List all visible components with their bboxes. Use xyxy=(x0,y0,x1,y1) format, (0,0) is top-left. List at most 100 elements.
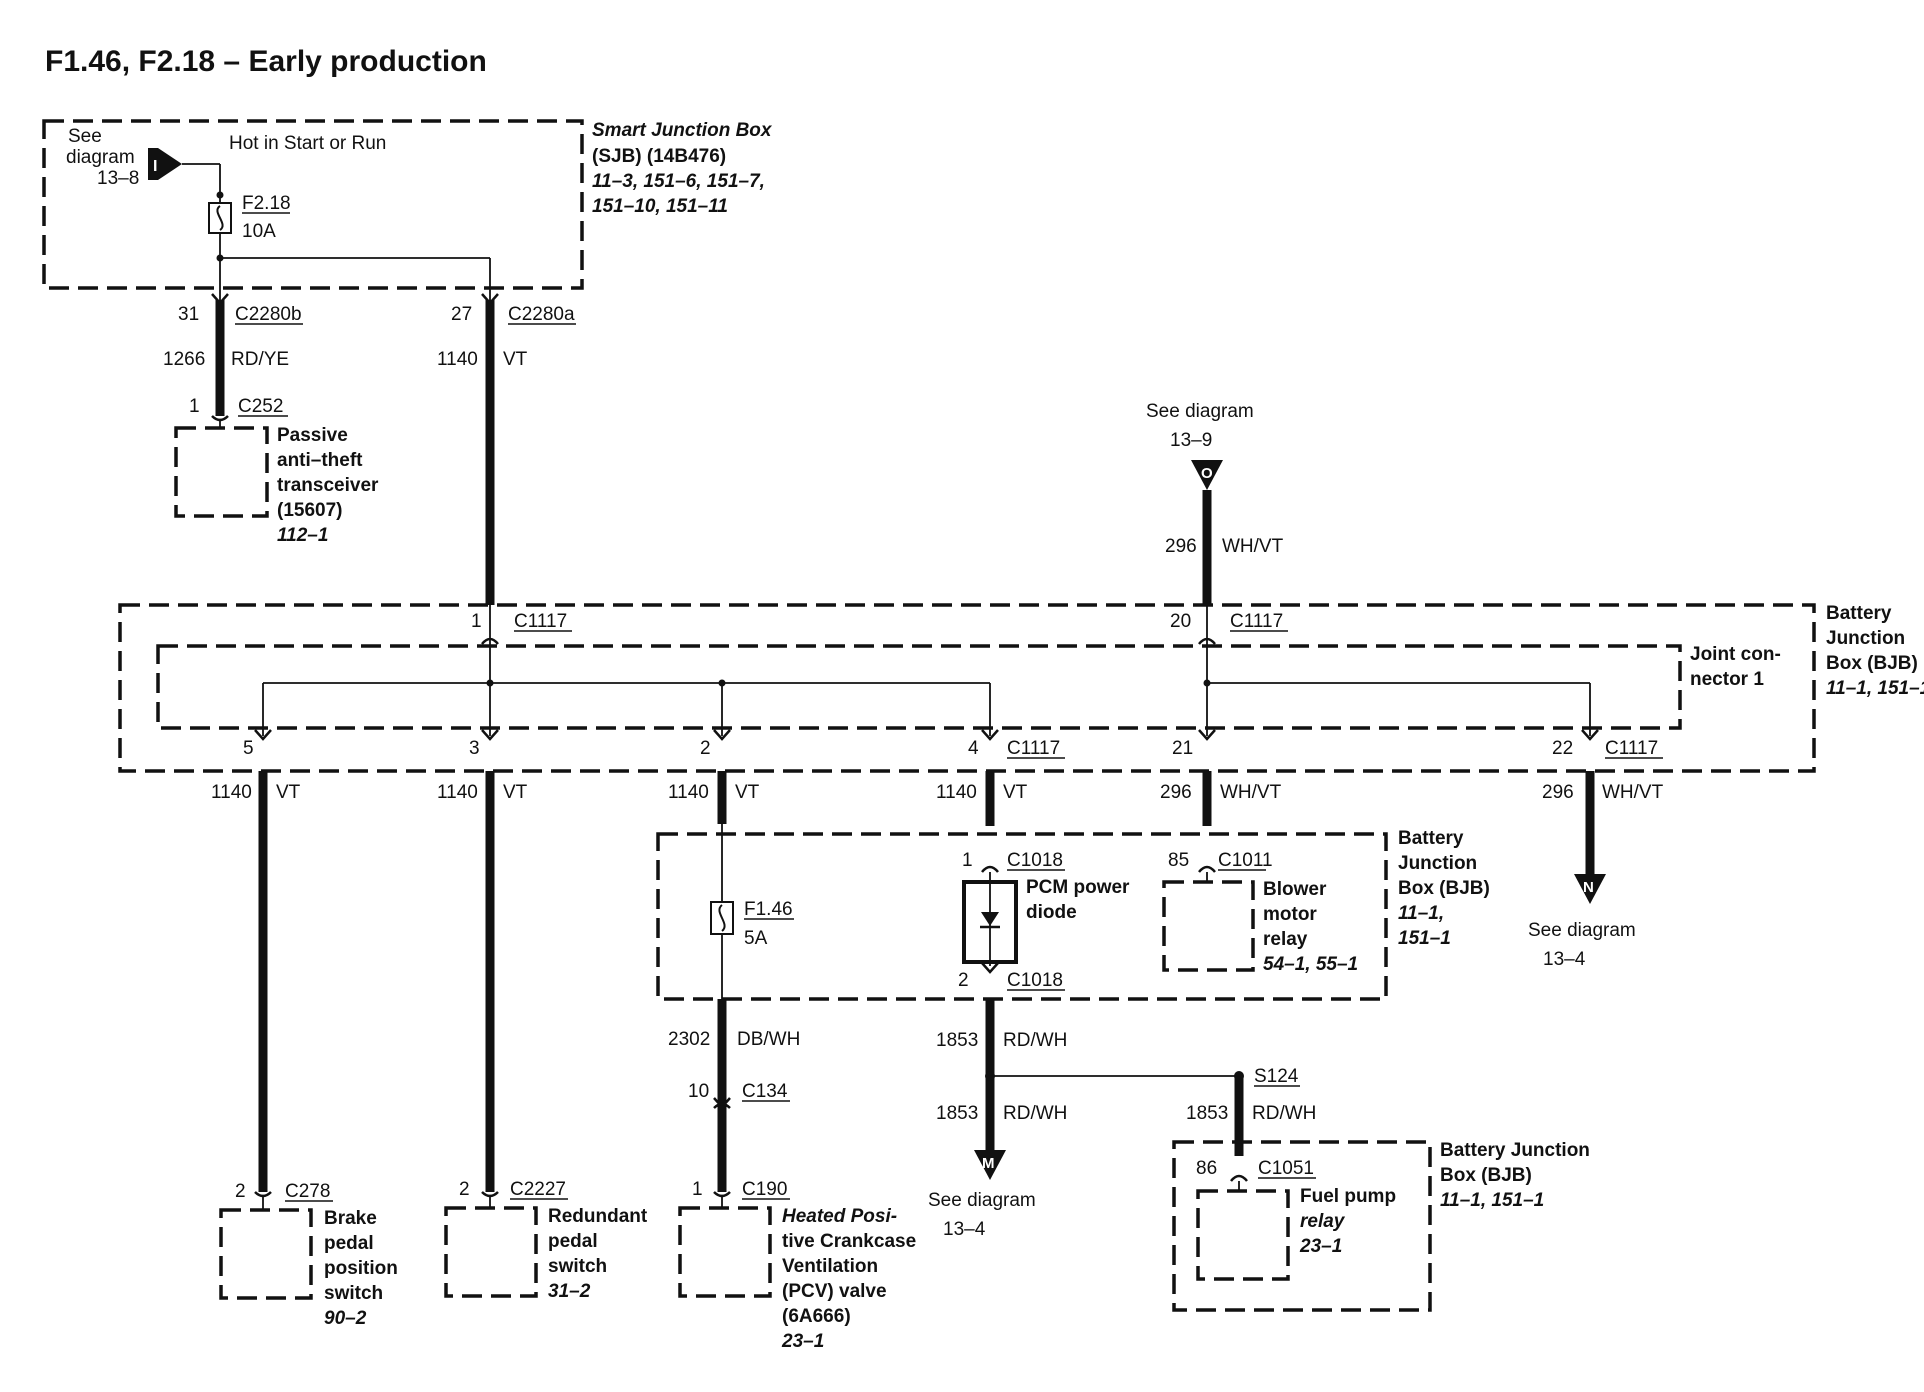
see-diagram-text: See diagram xyxy=(1528,920,1636,941)
fuse-name: F1.46 xyxy=(744,899,793,920)
wire-color: RD/YE xyxy=(231,349,289,370)
component-ref: 112–1 xyxy=(277,525,328,546)
connector-label: C1117 xyxy=(1230,611,1283,632)
wire-color: RD/WH xyxy=(1003,1030,1067,1051)
pin-number: 85 xyxy=(1168,850,1189,871)
fuse-f1-46-icon xyxy=(710,824,734,999)
bjb-main-box xyxy=(118,603,1816,773)
bjb-label: 11–1, 151–1 xyxy=(1826,678,1924,699)
pin-number: 2 xyxy=(235,1181,246,1202)
component-label: Brake xyxy=(324,1208,377,1229)
pin-number: 1 xyxy=(692,1179,703,1200)
wire-color: RD/WH xyxy=(1252,1103,1316,1124)
sjb-box xyxy=(42,119,584,290)
bjb-label: Box (BJB) xyxy=(1826,653,1918,674)
wire-color: RD/WH xyxy=(1003,1103,1067,1124)
wire-color: WH/VT xyxy=(1220,782,1282,803)
bjb-label: Box (BJB) xyxy=(1398,878,1490,899)
circuit-number: 2302 xyxy=(668,1029,710,1050)
see-diagram-text: See xyxy=(68,126,102,147)
component-label: Fuel pump xyxy=(1300,1186,1396,1207)
component-label: Redundant xyxy=(548,1206,648,1227)
connector-label: C134 xyxy=(742,1081,788,1102)
wire-color: VT xyxy=(503,349,528,370)
circuit-number: 1853 xyxy=(936,1030,978,1051)
bjb-label: Battery xyxy=(1398,828,1464,849)
svg-text:O: O xyxy=(1201,465,1213,482)
wire-color: DB/WH xyxy=(737,1029,800,1050)
wire-color: VT xyxy=(735,782,760,803)
joint-connector-label: Joint con- xyxy=(1690,644,1781,665)
component-label: pedal xyxy=(548,1231,598,1252)
pcv-valve-box xyxy=(678,1206,772,1298)
connector-label: C2280a xyxy=(508,304,575,325)
fuel-pump-bjb-box xyxy=(1172,1140,1432,1312)
circuit-number: 296 xyxy=(1542,782,1574,803)
pin-number: 31 xyxy=(178,304,199,325)
circuit-number: 1140 xyxy=(437,782,478,803)
component-label: position xyxy=(324,1258,398,1279)
pin-number: 20 xyxy=(1170,611,1191,632)
bjb-inner-box xyxy=(656,832,1388,1001)
connector-m-icon: M xyxy=(974,1150,1006,1180)
component-label: motor xyxy=(1263,904,1317,925)
see-diagram-text: diagram xyxy=(66,147,135,168)
component-label: Heated Posi- xyxy=(782,1206,897,1227)
bjb-label: Battery xyxy=(1826,603,1892,624)
component-ref: 54–1, 55–1 xyxy=(1263,954,1358,975)
connector-label: C1051 xyxy=(1258,1158,1314,1179)
component-label: (PCV) valve xyxy=(782,1281,887,1302)
connector-label: C1117 xyxy=(514,611,567,632)
component-label: Ventilation xyxy=(782,1256,878,1277)
connector-flag-icon: I xyxy=(148,148,220,180)
svg-text:M: M xyxy=(982,1155,995,1172)
connector-label: C1018 xyxy=(1007,970,1063,991)
connector-label: C2227 xyxy=(510,1179,566,1200)
connector-label: C278 xyxy=(285,1181,330,1202)
bjb-label: 11–1, xyxy=(1398,903,1444,924)
component-ref: 23–1 xyxy=(1299,1236,1342,1257)
connector-label: C2280b xyxy=(235,304,302,325)
brake-switch-box xyxy=(219,1208,313,1300)
see-diagram-ref: 13–9 xyxy=(1170,430,1212,451)
circuit-number: 1266 xyxy=(163,349,205,370)
pin-number: 2 xyxy=(700,738,711,759)
pin-number: 1 xyxy=(189,396,200,417)
component-label: relay xyxy=(1300,1211,1346,1232)
pin-number: 2 xyxy=(459,1179,470,1200)
sjb-label: Smart Junction Box xyxy=(592,120,773,141)
connector-label: C190 xyxy=(742,1179,787,1200)
pin-number: 86 xyxy=(1196,1158,1217,1179)
bjb-label: 11–1, 151–1 xyxy=(1440,1190,1544,1211)
component-ref: 90–2 xyxy=(324,1308,367,1329)
connector-label: C1011 xyxy=(1218,850,1273,871)
component-ref: 31–2 xyxy=(548,1281,591,1302)
fuel-pump-relay-box xyxy=(1196,1189,1290,1281)
connector-label: C1018 xyxy=(1007,850,1063,871)
redundant-switch-box xyxy=(444,1206,538,1298)
connector-o-icon: O xyxy=(1191,460,1223,490)
fuse-name: F2.18 xyxy=(242,193,291,214)
fuse-rating: 5A xyxy=(744,928,768,949)
svg-text:N: N xyxy=(1583,879,1594,896)
component-label: (15607) xyxy=(277,500,343,521)
see-diagram-ref: 13–8 xyxy=(97,168,139,189)
component-label: anti–theft xyxy=(277,450,363,471)
see-diagram-text: See diagram xyxy=(1146,401,1254,422)
component-ref: 23–1 xyxy=(781,1331,824,1352)
component-label: tive Crankcase xyxy=(782,1231,916,1252)
component-label: switch xyxy=(324,1283,383,1304)
joint-connector-box xyxy=(156,644,1682,730)
circuit-number: 1140 xyxy=(936,782,977,803)
circuit-number: 1853 xyxy=(936,1103,978,1124)
see-diagram-ref: 13–4 xyxy=(1543,949,1586,970)
pin-number: 1 xyxy=(962,850,973,871)
component-label: PCM power xyxy=(1026,877,1130,898)
fuse-rating: 10A xyxy=(242,221,276,242)
pin-number: 5 xyxy=(243,738,254,759)
wire-color: WH/VT xyxy=(1602,782,1664,803)
blower-relay-box xyxy=(1162,880,1255,972)
see-diagram-text: See diagram xyxy=(928,1190,1036,1211)
bjb-label: Box (BJB) xyxy=(1440,1165,1532,1186)
